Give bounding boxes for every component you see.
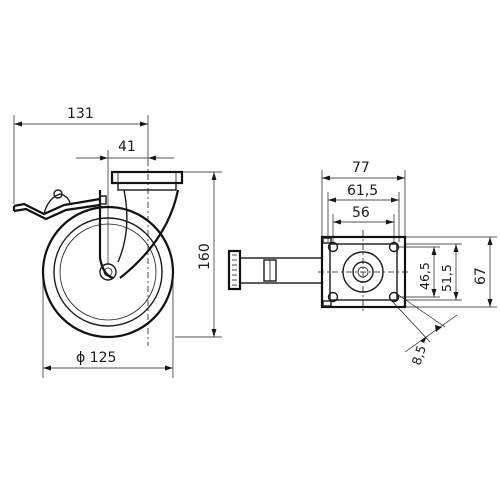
dim-56: 56 — [352, 205, 370, 221]
bolt-hole — [327, 291, 339, 303]
dim-160: 160 — [197, 243, 213, 270]
dim-51-5: 51,5 — [439, 264, 454, 292]
brake-lever — [13, 197, 101, 221]
dim-61-5: 61,5 — [347, 183, 378, 199]
dim-8-5: 8,5 — [409, 343, 429, 367]
axle-hub — [99, 263, 117, 281]
dim-131: 131 — [67, 106, 94, 122]
swivel-head — [117, 182, 177, 191]
dim-125: ϕ 125 — [76, 350, 116, 366]
top-view: 77 61,5 56 46,5 51,5 67 — [227, 160, 497, 367]
dim-67: 67 — [473, 267, 489, 285]
top-plate — [110, 170, 184, 185]
dim-77: 77 — [352, 160, 370, 176]
dim-41: 41 — [118, 139, 136, 155]
side-view: 131 41 160 ϕ 125 — [12, 106, 222, 378]
dim-46-5: 46,5 — [417, 262, 432, 290]
fork-outline — [98, 189, 180, 280]
